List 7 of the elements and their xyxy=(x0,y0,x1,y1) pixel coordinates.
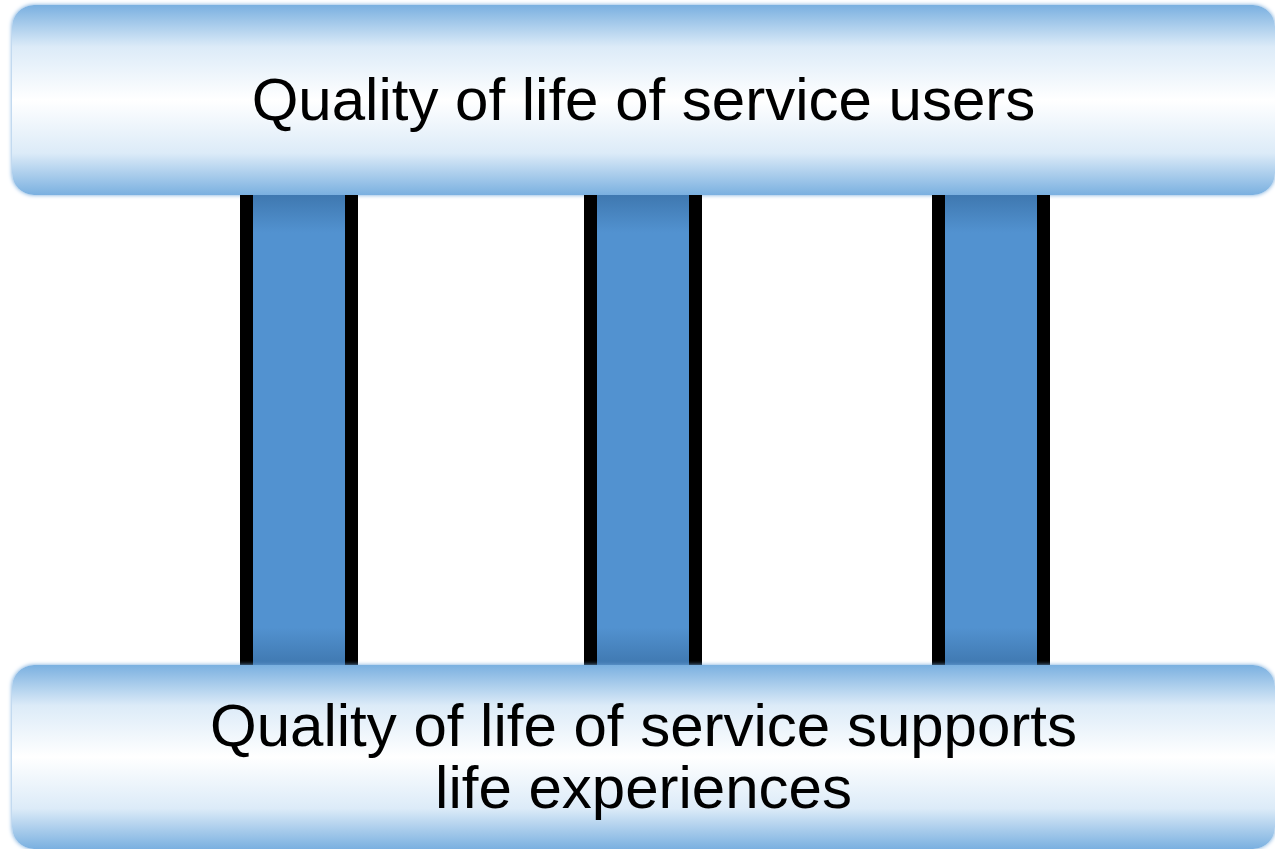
top-banner xyxy=(12,5,1275,195)
base-banner xyxy=(12,665,1275,849)
pillar xyxy=(240,195,358,665)
banner-text: Quality of life of service supports life experiences xyxy=(208,695,1078,819)
banner-text: Quality of life of service users xyxy=(250,69,1037,131)
pillar xyxy=(584,195,702,665)
pillar xyxy=(932,195,1050,665)
